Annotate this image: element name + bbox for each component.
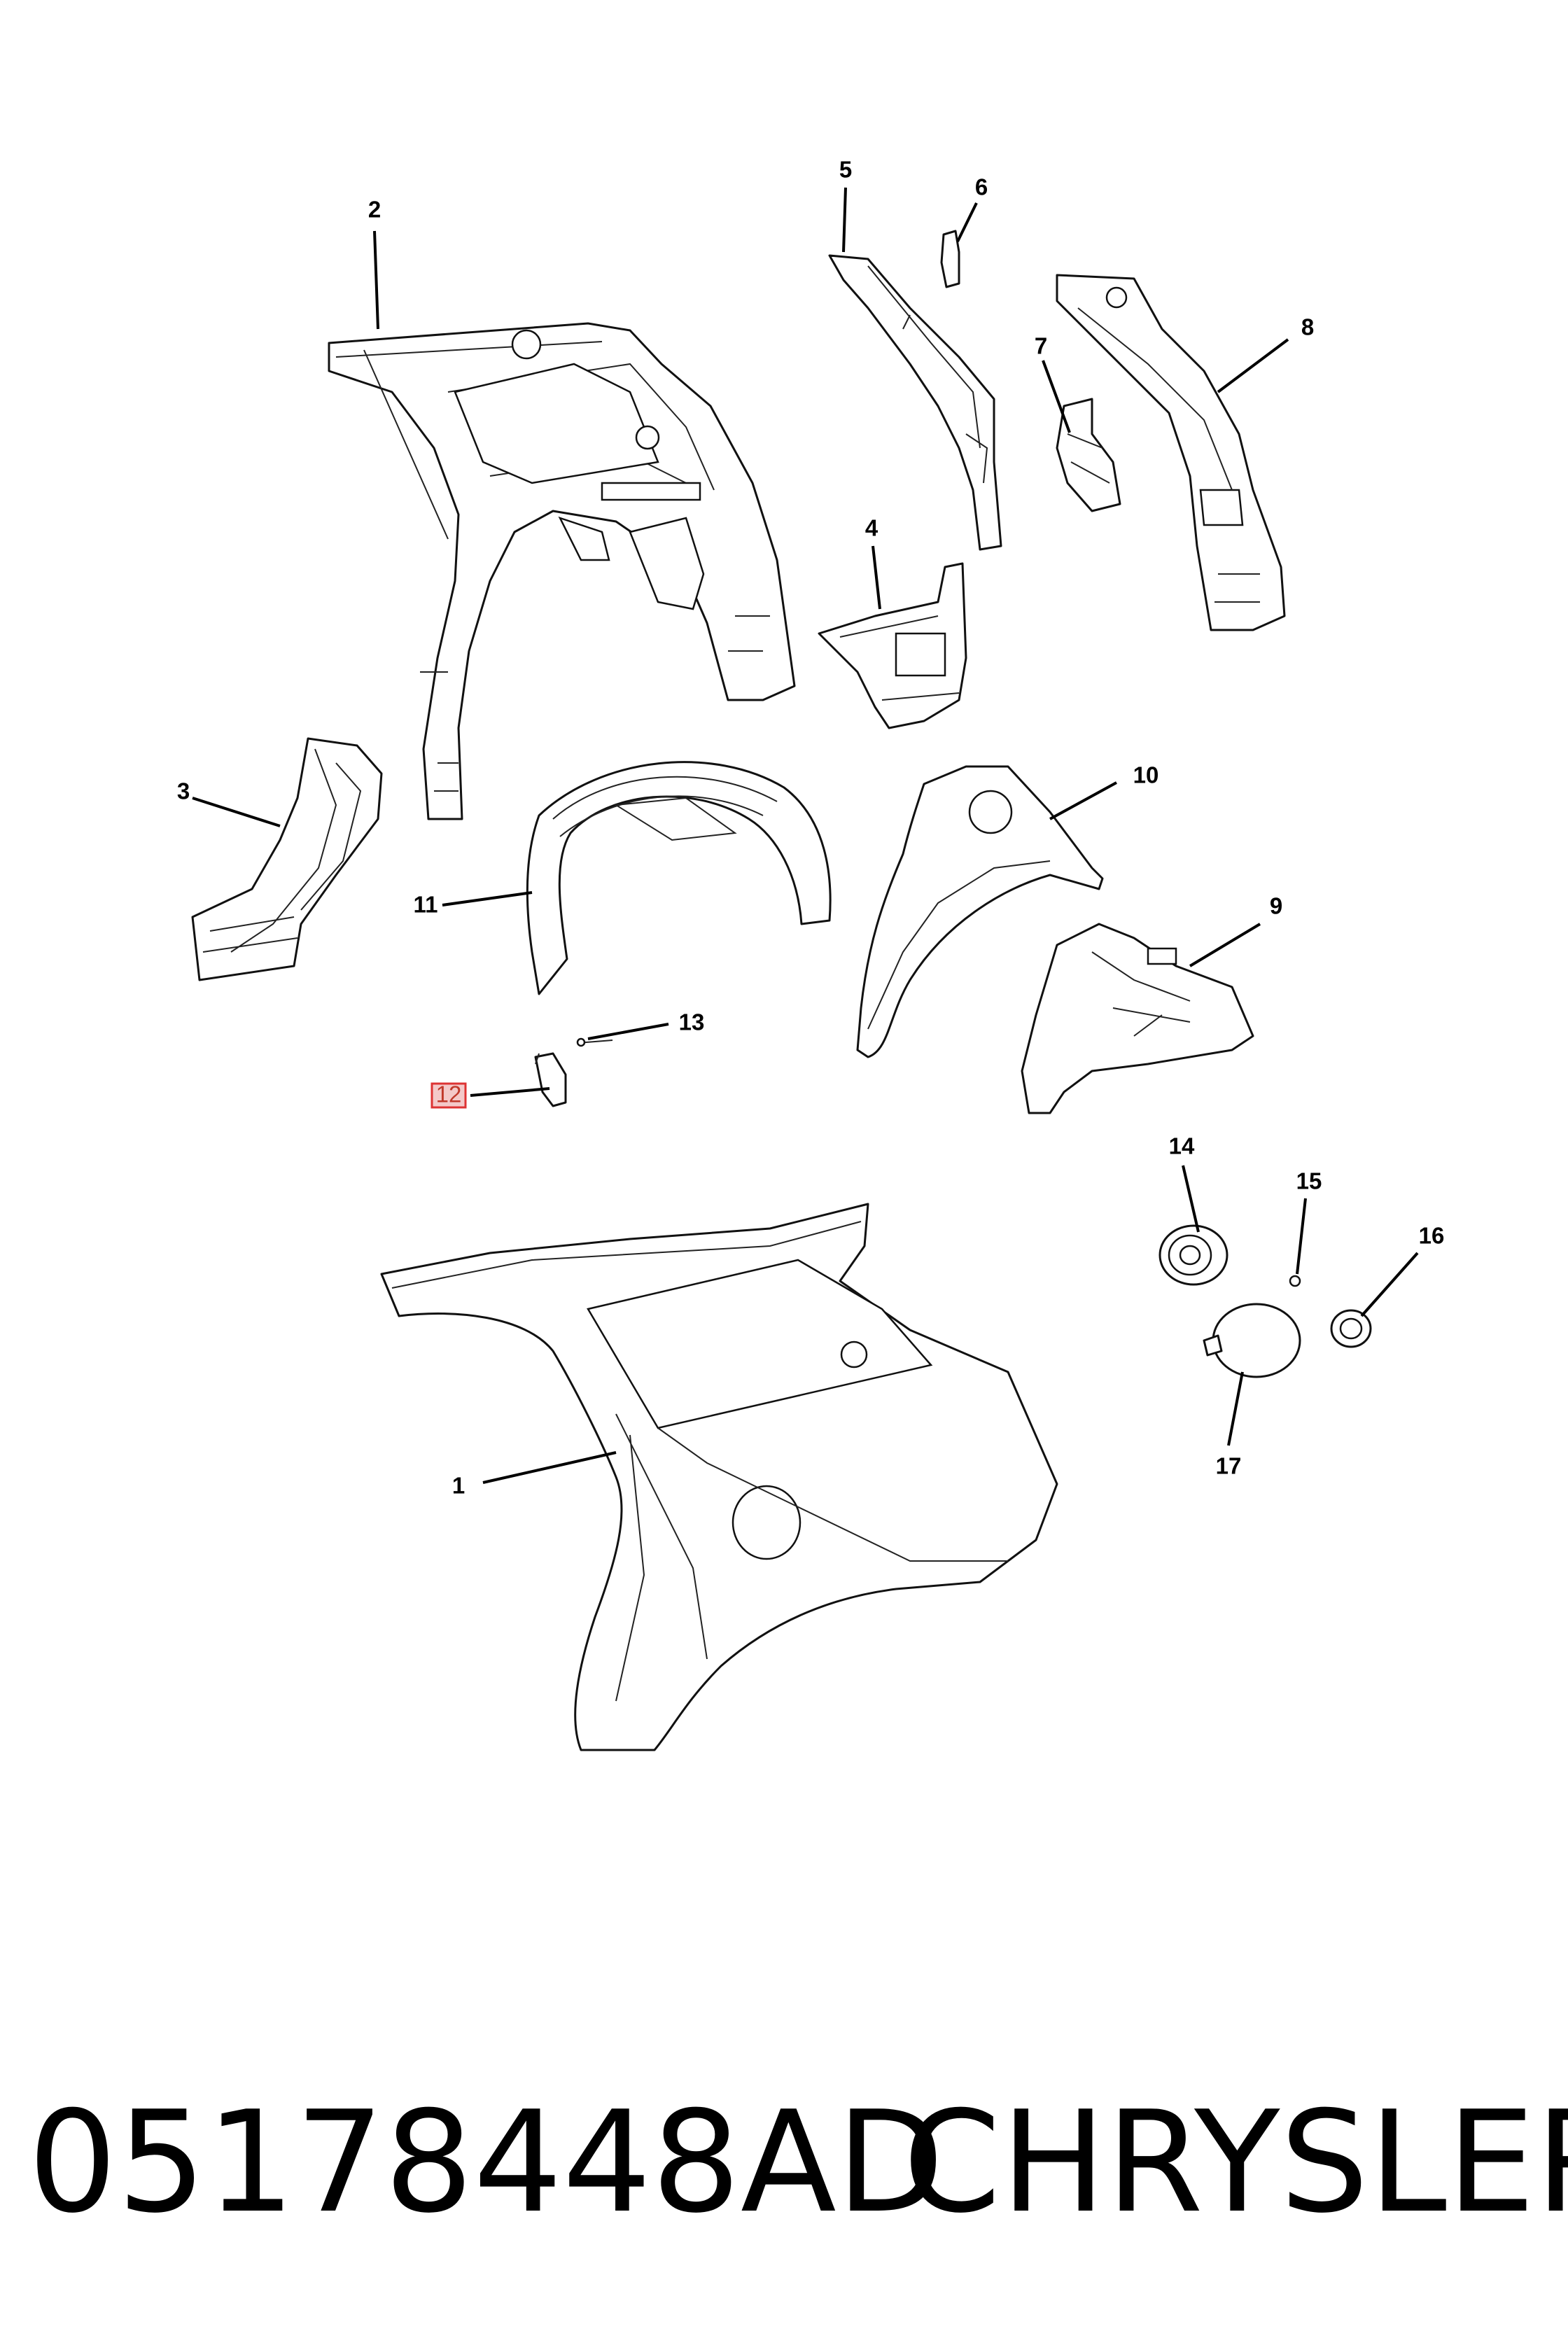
part-17-fuel-door bbox=[1203, 1303, 1301, 1378]
callouts: 1 2 3 4 5 6 7 8 9 10 11 12 13 14 15 16 1… bbox=[177, 157, 1445, 1499]
callout-5: 5 bbox=[839, 157, 852, 183]
leader-10 bbox=[1049, 781, 1117, 820]
part-14-fuel-filler-housing bbox=[1158, 1224, 1228, 1286]
leader-4 bbox=[872, 545, 881, 610]
callout-12: 12 bbox=[436, 1082, 462, 1107]
part-3-pillar-reinforcement bbox=[191, 737, 383, 981]
part-6-bracket bbox=[940, 230, 960, 288]
leader-11 bbox=[442, 891, 533, 906]
part-1-quarter-panel-outer bbox=[380, 1203, 1058, 1751]
part-10-wheel-opening-panel bbox=[856, 765, 1104, 1058]
callout-14: 14 bbox=[1169, 1133, 1195, 1159]
brand-name: CHRYSLER bbox=[903, 2081, 1568, 2244]
callout-16: 16 bbox=[1419, 1223, 1445, 1249]
callout-1: 1 bbox=[452, 1473, 465, 1499]
part-4-quarter-bracket bbox=[818, 562, 967, 729]
callout-8: 8 bbox=[1301, 314, 1314, 340]
part-9-tail-lamp-pocket bbox=[1021, 923, 1254, 1114]
part-7-bracket bbox=[1056, 398, 1121, 512]
callout-13: 13 bbox=[679, 1009, 705, 1035]
footer: 05178448AD CHRYSLER bbox=[0, 2072, 1568, 2254]
part-12-bracket bbox=[534, 1052, 567, 1107]
leader-6 bbox=[956, 202, 978, 242]
part-2-quarter-inner-panel bbox=[328, 322, 796, 820]
leader-5 bbox=[842, 187, 847, 253]
callout-12-highlight bbox=[430, 1082, 467, 1109]
part-number: 05178448AD bbox=[28, 2081, 944, 2244]
part-13-screw bbox=[576, 1037, 613, 1047]
callout-11: 11 bbox=[414, 892, 438, 918]
part-11-wheelhouse-liner bbox=[526, 761, 832, 995]
callout-17: 17 bbox=[1216, 1453, 1242, 1479]
callout-10: 10 bbox=[1133, 762, 1159, 788]
leader-lines bbox=[192, 187, 1419, 1484]
callout-6: 6 bbox=[975, 174, 988, 200]
leader-16 bbox=[1360, 1252, 1419, 1317]
leader-1 bbox=[482, 1451, 617, 1484]
callout-4: 4 bbox=[865, 515, 878, 541]
callout-2: 2 bbox=[368, 197, 381, 223]
leader-17 bbox=[1227, 1371, 1244, 1446]
leader-9 bbox=[1189, 923, 1261, 967]
part-16-grommet bbox=[1330, 1309, 1372, 1348]
leader-12 bbox=[470, 1087, 550, 1097]
leader-15 bbox=[1296, 1198, 1307, 1275]
callout-15: 15 bbox=[1296, 1168, 1322, 1194]
leader-3 bbox=[192, 797, 281, 827]
part-8-quarter-inner-rear bbox=[1056, 274, 1286, 631]
part-5-c-pillar-inner bbox=[828, 254, 1002, 551]
leader-13 bbox=[587, 1023, 669, 1040]
leader-14 bbox=[1182, 1165, 1200, 1233]
callout-7: 7 bbox=[1035, 333, 1047, 359]
callout-3: 3 bbox=[177, 778, 190, 804]
callout-9: 9 bbox=[1270, 893, 1282, 919]
leader-2 bbox=[373, 230, 379, 330]
leader-8 bbox=[1217, 338, 1289, 393]
part-15-clip bbox=[1289, 1275, 1301, 1287]
leader-7 bbox=[1042, 360, 1071, 433]
